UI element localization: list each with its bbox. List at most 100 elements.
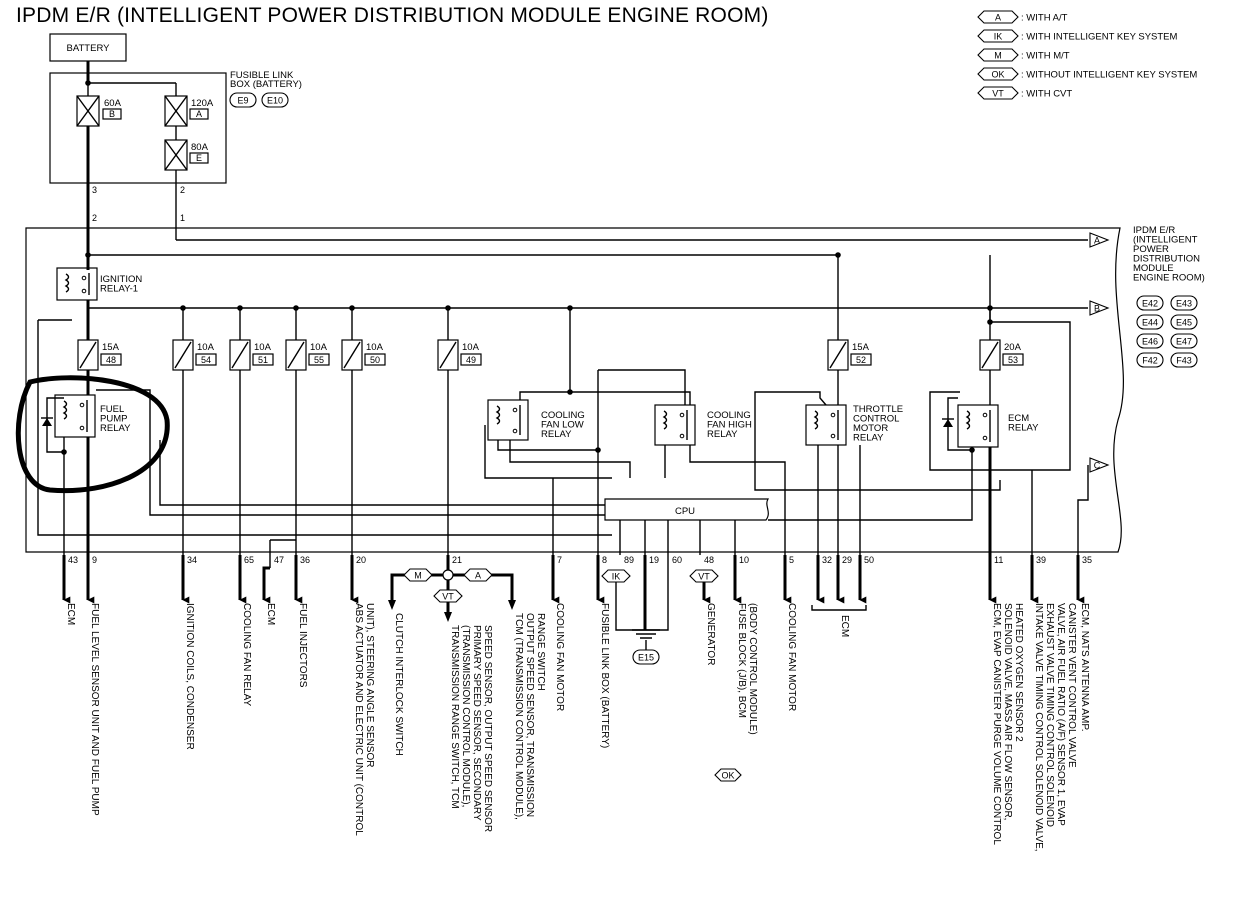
fuse-id-box bbox=[189, 108, 209, 120]
fuse-amp: 15A bbox=[852, 342, 870, 353]
legend-text: : WITH M/T bbox=[1021, 51, 1070, 62]
dest-dtcm: TCM (TRANSMISSION CONTROL MODULE),OUTPUT… bbox=[513, 613, 546, 820]
connector-e44 bbox=[1136, 314, 1164, 330]
pin-label: 60 bbox=[672, 555, 682, 565]
connector-e44-text: E44 bbox=[1142, 318, 1158, 328]
tag-vt bbox=[433, 589, 463, 603]
fuse-55-slash bbox=[287, 341, 305, 369]
cooling-fan-low-label: COOLING bbox=[541, 410, 585, 421]
fuel-pump-relay-label: FUEL bbox=[100, 404, 124, 415]
dest-dclutch: CLUTCH INTERLOCK SWITCH bbox=[393, 613, 404, 756]
dest-dtrans-line: (TRANSMISSION CONTROL MODULE), bbox=[460, 625, 471, 807]
fuse-amp: 10A bbox=[366, 342, 384, 353]
tag-vt-48 bbox=[689, 569, 719, 583]
fuse-no-box bbox=[1002, 353, 1024, 366]
cooling-fan-low-relay-coil bbox=[495, 405, 501, 425]
ipdm-label: (INTELLIGENT bbox=[1133, 235, 1198, 246]
cooling-fan-low-relay-contact bbox=[512, 407, 518, 413]
ignition-relay-1-coil bbox=[64, 273, 70, 293]
ecm-relay-coil bbox=[965, 410, 971, 430]
pin-label: 19 bbox=[649, 555, 659, 565]
fuse-no: 52 bbox=[856, 355, 866, 365]
legend-text: : WITHOUT INTELLIGENT KEY SYSTEM bbox=[1021, 70, 1197, 81]
dest-d39-line: INTAKE VALVE TIMING CONTROL SOLENOID VAL… bbox=[1033, 603, 1044, 852]
dest-d5-line: COOLING FAN MOTOR bbox=[786, 603, 797, 711]
connector-e43-text: E43 bbox=[1176, 299, 1192, 309]
dest-dtcm-line: TCM (TRANSMISSION CONTROL MODULE), bbox=[513, 613, 524, 820]
pin-label: 7 bbox=[557, 555, 562, 565]
fuse-no-box bbox=[364, 353, 386, 366]
connector-f42-text: F42 bbox=[1142, 356, 1158, 366]
fuse-54-slash bbox=[174, 341, 192, 369]
arrow-a bbox=[1089, 232, 1110, 248]
throttle-relay bbox=[805, 404, 847, 446]
dest-d10-line: FUSE BLOCK (J/B), BCM bbox=[736, 603, 747, 718]
ecm-relay-contact bbox=[982, 435, 988, 441]
cpu-link bbox=[770, 480, 1001, 491]
legend-tag-m bbox=[977, 48, 1019, 62]
fuse-amp: 10A bbox=[197, 342, 215, 353]
throttle-relay-label: MOTOR bbox=[853, 423, 888, 434]
dest-d11-line: SOLENOID VALVE, MASS AIR FLOW SENSOR, bbox=[1002, 603, 1013, 820]
fuse-id: B bbox=[109, 109, 115, 119]
connector-f43-text: F43 bbox=[1176, 356, 1192, 366]
ignition-relay-label: RELAY-1 bbox=[100, 284, 138, 295]
fuse-48-slash bbox=[79, 341, 97, 369]
pin-label: 35 bbox=[1082, 555, 1092, 565]
ipdm-label: MODULE bbox=[1133, 263, 1174, 274]
connector-e47-text: E47 bbox=[1176, 337, 1192, 347]
fuse-no: 50 bbox=[370, 355, 380, 365]
cooling-fan-high-relay-coil bbox=[662, 410, 668, 430]
ecm-relay-contact bbox=[982, 412, 988, 418]
arrowhead bbox=[388, 600, 396, 610]
throttle-relay-label: THROTTLE bbox=[853, 404, 903, 415]
dest-d43-line: ECM bbox=[65, 603, 76, 625]
dest-dtrans: TRANSMISSION RANGE SWITCH, TCM(TRANSMISS… bbox=[449, 625, 493, 832]
dest-d10: FUSE BLOCK (J/B), BCM(BODY CONTROL MODUL… bbox=[736, 603, 758, 735]
ipdm-label: IPDM E/R bbox=[1133, 225, 1175, 236]
cooling-fan-low-label: FAN LOW bbox=[541, 420, 584, 431]
legend-text: : WITH A/T bbox=[1021, 13, 1068, 24]
fuse-no-box bbox=[252, 353, 274, 366]
ipdm-label: POWER bbox=[1133, 244, 1169, 255]
ecm-relay-label: RELAY bbox=[1008, 423, 1039, 434]
pin-label: 20 bbox=[356, 555, 366, 565]
dest-dtrans-line: TRANSMISSION RANGE SWITCH, TCM bbox=[449, 625, 460, 809]
pin-label: 34 bbox=[187, 555, 197, 565]
fuse-no: 54 bbox=[201, 355, 211, 365]
dest-d34: IGNITION COILS, CONDENSER bbox=[184, 603, 195, 750]
dest-d48: GENERATOR bbox=[705, 603, 716, 665]
dest-d11-line: ECM, EVAP CANISTER PURGE VOLUME CONTROL bbox=[991, 603, 1002, 845]
legend-tag-ik bbox=[977, 29, 1019, 43]
connector-e10 bbox=[261, 92, 289, 108]
fuse-80a-x bbox=[164, 139, 188, 171]
arrowhead bbox=[444, 612, 452, 622]
cooling-low-feed bbox=[519, 391, 570, 400]
cooling-low-out bbox=[497, 440, 599, 555]
pin-label: 8 bbox=[602, 555, 607, 565]
dest-decm3: ECM bbox=[839, 615, 850, 637]
cooling-low-ctrl bbox=[484, 425, 612, 479]
cooling-high-in bbox=[598, 369, 686, 405]
pin-label: 1 bbox=[180, 213, 185, 223]
cpu-box bbox=[604, 498, 770, 521]
tag-m-text: M bbox=[414, 571, 422, 581]
fuel-pump-relay bbox=[54, 394, 96, 438]
arrow-b-text: B bbox=[1094, 304, 1100, 314]
dest-dtcm-line: OUTPUT SPEED SENSOR, TRANSMISSION bbox=[524, 613, 535, 817]
fuse-no-box bbox=[100, 353, 122, 366]
fuse-id: A bbox=[196, 109, 202, 119]
dest-d9: FUEL LEVEL SENSOR UNIT AND FUEL PUMP bbox=[89, 603, 100, 816]
dest-dtrans-line: SPEED SENSOR, OUTPUT SPEED SENSOR bbox=[482, 625, 493, 832]
cooling-fan-low-label: RELAY bbox=[541, 429, 572, 440]
pin-label: 29 bbox=[842, 555, 852, 565]
fuel-pump-ctrl bbox=[96, 389, 612, 516]
connector-e47 bbox=[1170, 333, 1198, 349]
throttle-ctrl bbox=[754, 391, 827, 491]
legend-tag-vt-text: VT bbox=[992, 89, 1004, 99]
connector-e42-text: E42 bbox=[1142, 299, 1158, 309]
cooling-fan-high-label: RELAY bbox=[707, 429, 738, 440]
cooling-fan-high-relay-contact bbox=[679, 433, 685, 439]
fusible-link-label: BOX (BATTERY) bbox=[230, 79, 302, 90]
connector-e45 bbox=[1170, 314, 1198, 330]
